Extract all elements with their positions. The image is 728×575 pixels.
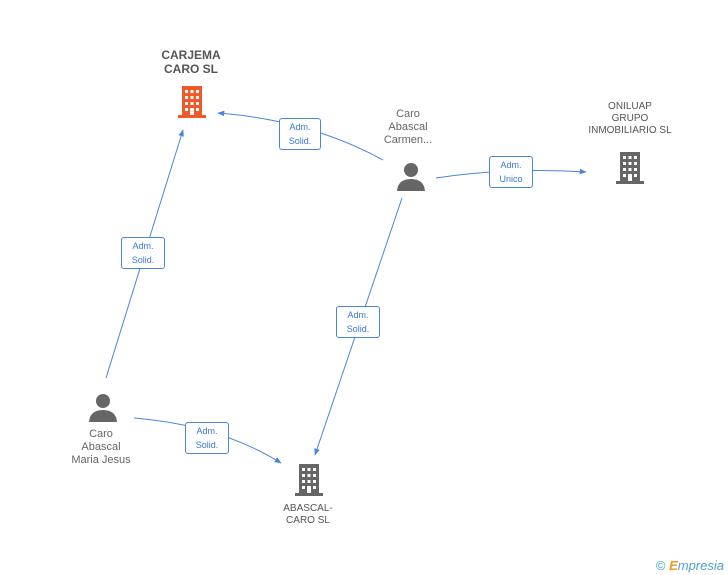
edge-badge-carmen-abascal[interactable]: Adm. Solid. <box>336 306 380 338</box>
copyright-icon: © <box>655 558 666 573</box>
edge-badge-maria-carjema[interactable]: Adm. Solid. <box>121 237 165 269</box>
building-icon[interactable] <box>177 84 207 118</box>
empresia-watermark: © Empresia <box>656 558 724 573</box>
edge-badge-carmen-oniluap[interactable]: Adm. Unico <box>489 156 533 188</box>
brand-initial: E <box>669 558 678 573</box>
building-icon[interactable] <box>615 150 645 184</box>
company-label-carjema[interactable]: CARJEMA CARO SL <box>161 48 221 76</box>
person-icon[interactable] <box>396 161 426 191</box>
person-icon[interactable] <box>88 392 118 422</box>
person-label-maria[interactable]: Caro Abascal Maria Jesus <box>71 428 131 466</box>
edge-badge-carmen-carjema[interactable]: Adm. Solid. <box>279 118 321 150</box>
company-label-oniluap[interactable]: ONILUAP GRUPO INMOBILIARIO SL <box>588 101 672 136</box>
building-icon[interactable] <box>294 462 324 496</box>
company-label-abascal[interactable]: ABASCAL- CARO SL <box>283 503 333 526</box>
person-label-carmen[interactable]: Caro Abascal Carmen... <box>383 108 433 146</box>
brand-name: mpresia <box>677 558 724 573</box>
edge-badge-maria-abascal[interactable]: Adm. Solid. <box>185 422 229 454</box>
